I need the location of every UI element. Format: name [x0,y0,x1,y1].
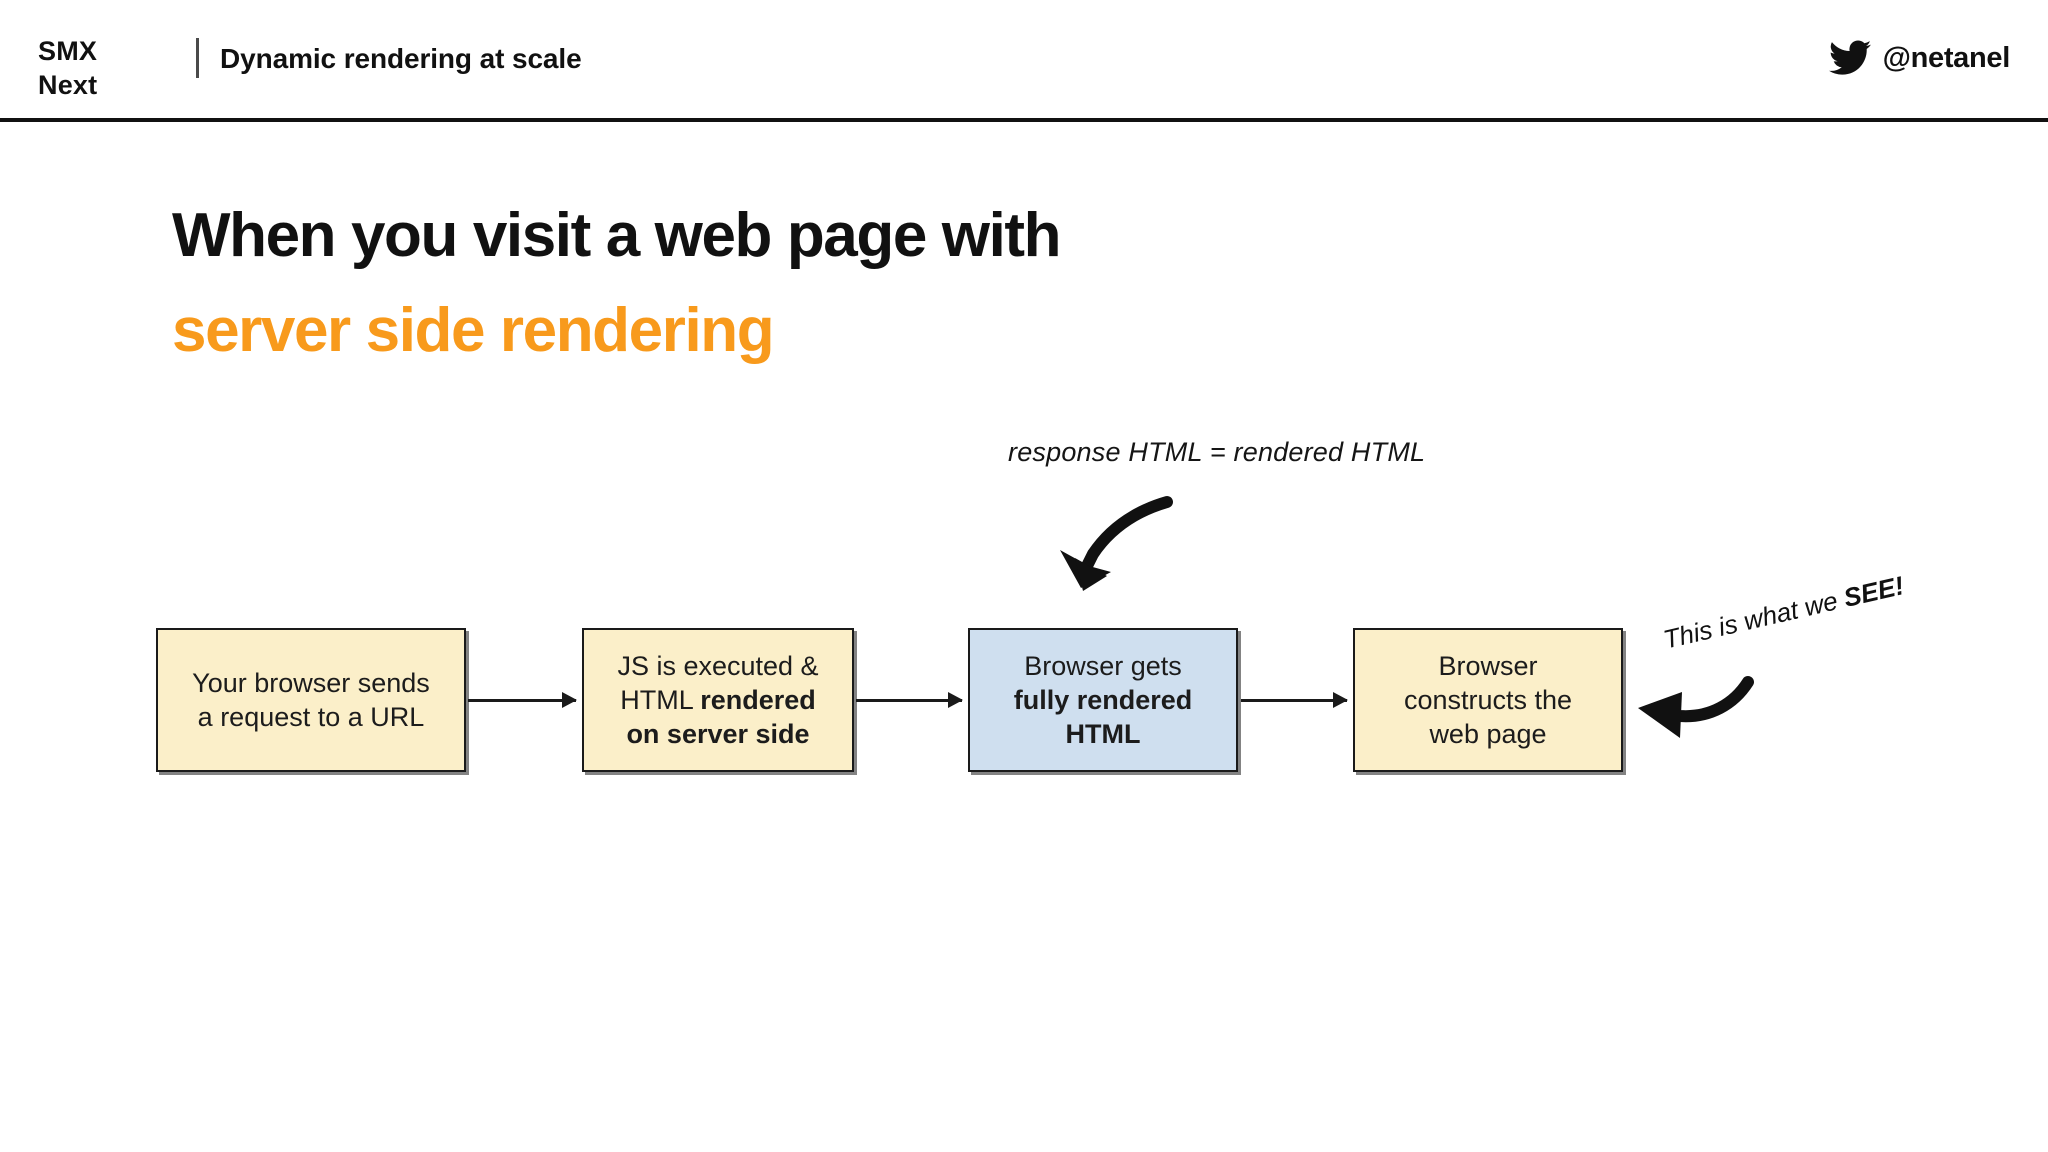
flow-box-3-line-2: fully rendered [1014,683,1193,717]
flow-box-2-line-3: on server side [617,717,818,751]
deck-title: Dynamic rendering at scale [220,43,582,74]
twitter-bird-icon [1828,40,1871,76]
flow-box-3-text: Browser gets fully rendered HTML [1004,649,1203,751]
flow-box-browser-gets-html: Browser gets fully rendered HTML [968,628,1238,772]
connector-arrow-1 [468,692,577,708]
annotation-response-html: response HTML = rendered HTML [1008,437,1426,467]
annotation-this-is-what-we-see: This is what we SEE! [1661,570,1907,655]
flow-box-3-line-2-bold: fully rendered [1013,685,1193,715]
arrow-head-icon [562,692,577,708]
headline-line-1: When you visit a web page with [172,201,1062,270]
flow-box-2-line-1: JS is executed & [617,651,819,681]
brand-logo: SMX Next [38,34,97,102]
slide-header: SMX Next Dynamic rendering at scale @net… [0,0,2048,122]
annotation-see-bold: SEE! [1840,570,1907,614]
flow-box-1-line-1: Your browser sends [192,668,430,698]
flow-box-4-line-3: web page [1429,719,1547,749]
twitter-handle-text: @netanel [1882,41,2011,74]
connector-arrow-2 [856,692,963,708]
flow-box-2-text: JS is executed & HTML rendered on server… [607,649,828,751]
flow-box-js-executed: JS is executed & HTML rendered on server… [582,628,854,772]
twitter-handle-group: @netanel [1828,40,2011,76]
curved-arrow-left-icon [1630,668,1760,763]
flow-box-2-line-2-bold: rendered [700,685,816,715]
headline-line-2: server side rendering [172,296,775,365]
arrow-head-icon [1333,692,1348,708]
flow-box-4-line-1: Browser [1438,651,1538,681]
header-divider [196,38,199,78]
flow-box-2-line-3-bold: on server side [626,719,810,749]
flow-box-3-line-3-bold: HTML [1065,719,1141,749]
flow-box-4-text: Browser constructs the web page [1394,649,1582,751]
curved-arrow-down-icon [1045,492,1175,617]
flow-box-1-text: Your browser sends a request to a URL [182,666,440,734]
page-title: When you visit a web page with server si… [172,188,1572,378]
flow-box-2-line-2: HTML rendered [617,683,818,717]
flow-box-2-line-2-regular: HTML [620,685,701,715]
flow-box-1-line-2: a request to a URL [197,702,425,732]
flow-box-4-line-2: constructs the [1403,685,1573,715]
connector-arrow-3 [1241,692,1348,708]
flow-box-3-line-1: Browser gets [1024,651,1182,681]
flow-box-browser-constructs-page: Browser constructs the web page [1353,628,1623,772]
brand-line-1: SMX [38,36,98,66]
arrow-head-icon [948,692,963,708]
flow-box-3-line-3: HTML [1014,717,1193,751]
annotation-see-regular: This is what we [1660,583,1848,655]
flow-box-browser-request: Your browser sends a request to a URL [156,628,466,772]
brand-line-2: Next [38,70,98,100]
